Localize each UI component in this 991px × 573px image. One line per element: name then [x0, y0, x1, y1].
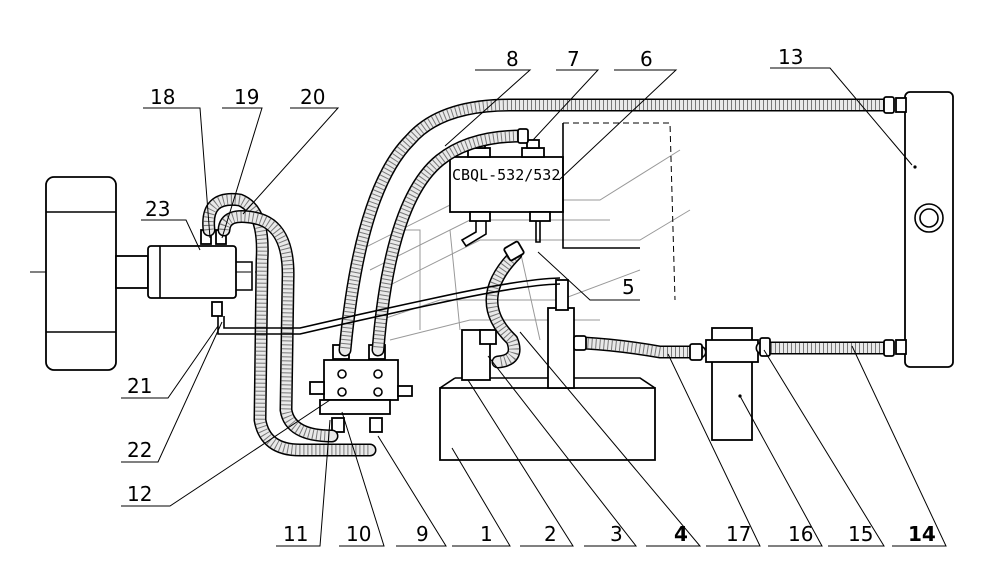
valve-block: [309, 344, 413, 433]
label-19: 19: [234, 85, 259, 109]
label-7: 7: [567, 47, 580, 71]
label-8: 8: [506, 47, 519, 71]
label-10: 10: [346, 522, 371, 546]
return-line: [217, 277, 561, 335]
label-11: 11: [283, 522, 308, 546]
label-20: 20: [300, 85, 325, 109]
steering-unit-23: [147, 229, 253, 317]
label-21: 21: [127, 374, 152, 398]
filter-16: [705, 327, 759, 441]
hose-clamps: [503, 96, 895, 361]
label-16: 16: [788, 522, 813, 546]
label-18: 18: [150, 85, 175, 109]
label-17: 17: [726, 522, 751, 546]
label-1: 1: [480, 522, 493, 546]
label-9: 9: [416, 522, 429, 546]
part-labels: 18 19 20 23 8 7 6 13 5 21 22 12 11 10 9 …: [127, 45, 936, 546]
label-3: 3: [610, 522, 623, 546]
label-22: 22: [127, 438, 152, 462]
label-2: 2: [544, 522, 557, 546]
label-14: 14: [908, 522, 936, 546]
label-5: 5: [622, 275, 635, 299]
label-23: 23: [145, 197, 170, 221]
pump-6: CBQL-532/532: [449, 122, 676, 301]
leader-lines: [121, 67, 947, 547]
pump-model-label: CBQL-532/532: [452, 166, 560, 184]
oil-tank-13: [895, 91, 954, 368]
label-12: 12: [127, 482, 152, 506]
label-4: 4: [674, 522, 688, 546]
motor: [45, 176, 149, 371]
label-6: 6: [640, 47, 653, 71]
hoses: [202, 98, 895, 457]
label-13: 13: [778, 45, 803, 69]
label-15: 15: [848, 522, 873, 546]
mount-base: [439, 279, 656, 461]
